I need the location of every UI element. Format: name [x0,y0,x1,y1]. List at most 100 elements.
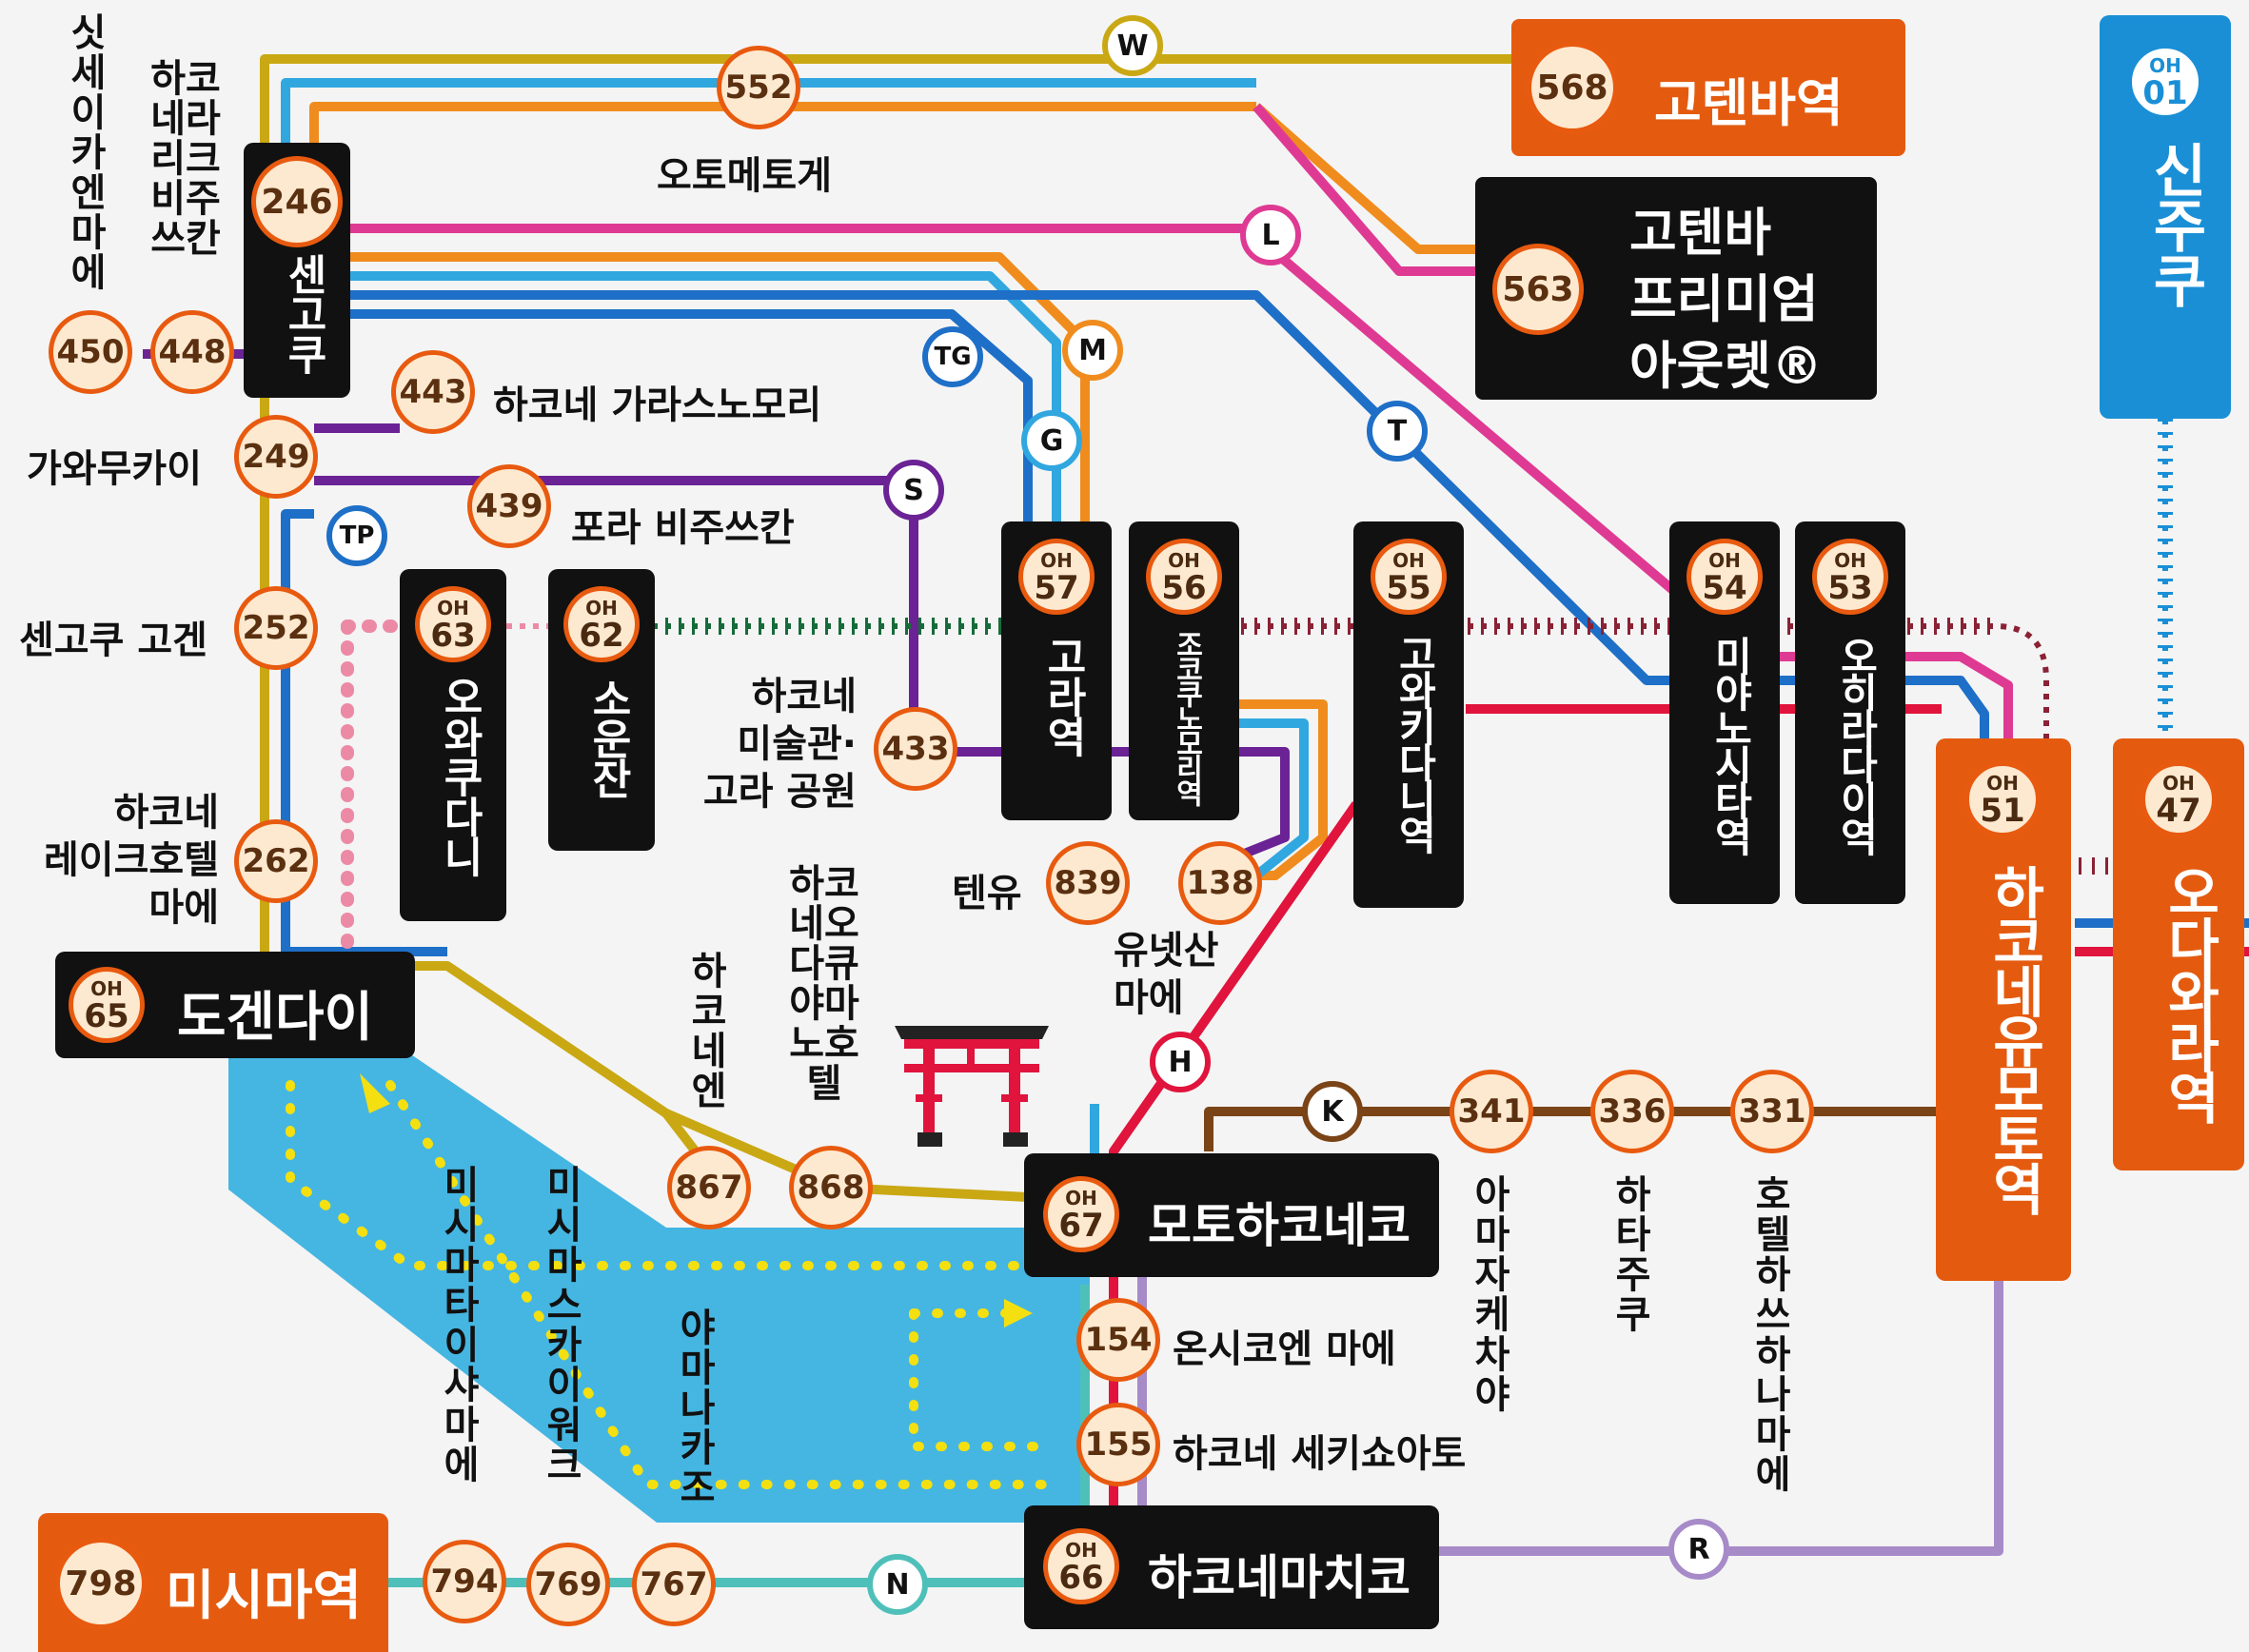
station-gotemba: 568 고텐바역 [1511,19,1905,156]
stop-868: 868 [789,1146,873,1229]
station-chokoku-label: 조코쿠노모리역 [1170,630,1203,803]
stop-433: 433 [874,707,957,791]
stop-867: 867 [667,1146,751,1229]
station-dogendai-label: 도겐다이 [177,987,374,1049]
outlet-label-3: 아웃렛® [1629,336,1824,396]
label-tenyu: 텐유 [952,872,1022,915]
label-sekisho: 하코네 세키쇼아토 [1173,1432,1467,1476]
line-mark-K: K [1302,1081,1363,1142]
station-mishima-label: 미시마역 [166,1565,363,1627]
stop-331: 331 [1730,1070,1814,1153]
station-mishima: 798 미시마역 [38,1513,388,1652]
line-mark-R: R [1668,1519,1729,1580]
label-unessan-2: 마에 [1114,976,1184,1020]
torii-gate-icon [895,1026,1049,1147]
stop-138: 138 [1178,841,1262,925]
line-mark-W: W [1102,15,1163,76]
label-bijutsukan-2: 미술관· [737,722,857,766]
label-odakyu: 하코네오다큐야마노호텔 [789,862,859,1106]
ferry-arrow-2 [1004,1299,1033,1328]
line-M-2 [1253,103,1485,254]
label-garasunomori: 하코네 가라스노모리 [493,384,822,427]
station-outlet: 563 고텐바 프리미엄 아웃렛® [1475,177,1877,400]
ferry-route-1 [286,1080,1042,1270]
stop-769: 769 [526,1543,610,1626]
label-hatsuhana: 호텔하쓰하나마에 [1755,1173,1791,1497]
tozan-railway [1228,623,2049,742]
label-hatajuku: 하타주쿠 [1615,1173,1651,1337]
stop-552: 552 [717,46,800,129]
stop-439: 439 [467,464,551,548]
lake-ashi [228,1047,1090,1523]
line-G-3 [1228,718,1309,879]
stop-794: 794 [423,1540,506,1623]
stop-341: 341 [1450,1070,1533,1153]
label-bijutsukan-1: 하코네 [751,675,857,718]
stop-336: 336 [1590,1070,1674,1153]
station-kowakidani-label: 고와키다니역 [1391,634,1438,851]
label-lakehotel-2: 레이크호텔 [44,838,219,882]
outlet-label-1: 고텐바 [1629,203,1772,263]
ferry-route-3 [909,1308,1052,1451]
line-mark-M: M [1062,320,1123,381]
line-mark-L: L [1240,205,1301,266]
stop-767: 767 [632,1543,716,1626]
stop-448: 448 [150,310,234,394]
stop-262: 262 [234,819,318,903]
ferry-route-2 [385,1080,1052,1489]
stop-798: 798 [55,1538,147,1629]
label-lakehotel-3: 마에 [148,886,219,930]
ferry-arrow-1 [360,1073,390,1113]
line-mark-N: N [867,1554,928,1615]
stop-839: 839 [1046,841,1130,925]
line-mark-TG: TG [922,326,983,387]
line-mark-T: T [1367,401,1428,462]
station-yumoto-label: 하코네유모토역 [1982,864,2046,1210]
line-mark-H: H [1150,1032,1211,1092]
label-pola: 포라 비주쓰칸 [571,506,795,550]
label-shisseika: 싯세이카엔마에 [70,11,107,295]
line-mark-G: G [1021,410,1082,471]
label-sengoku-kogen: 센고쿠 고겐 [19,619,207,662]
label-hakoneen: 하코네엔 [691,950,727,1113]
station-gora-label: 고라역 [1038,636,1087,756]
station-ohiradai-label: 오히라다이역 [1833,636,1880,853]
label-lakehotel-1: 하코네 [113,791,219,835]
label-skywalk: 미시마스카이워크 [546,1164,582,1487]
stop-246: 246 [251,156,343,247]
label-onshikoen: 온시코엔 마에 [1173,1328,1396,1371]
line-mark-S: S [883,460,944,521]
line-K [1204,1107,1942,1151]
stop-249: 249 [234,415,318,499]
label-amazake: 아마자케차야 [1474,1173,1510,1417]
stop-568: 568 [1527,42,1618,133]
label-mishimataisha: 미시마타이샤마에 [444,1164,480,1487]
label-lalique: 하코네라리크비주쓰칸 [150,57,221,261]
station-owakudani-label: 오와쿠다니 [435,676,483,875]
stop-154: 154 [1076,1298,1160,1382]
label-kawamukai: 가와무카이 [27,447,202,491]
